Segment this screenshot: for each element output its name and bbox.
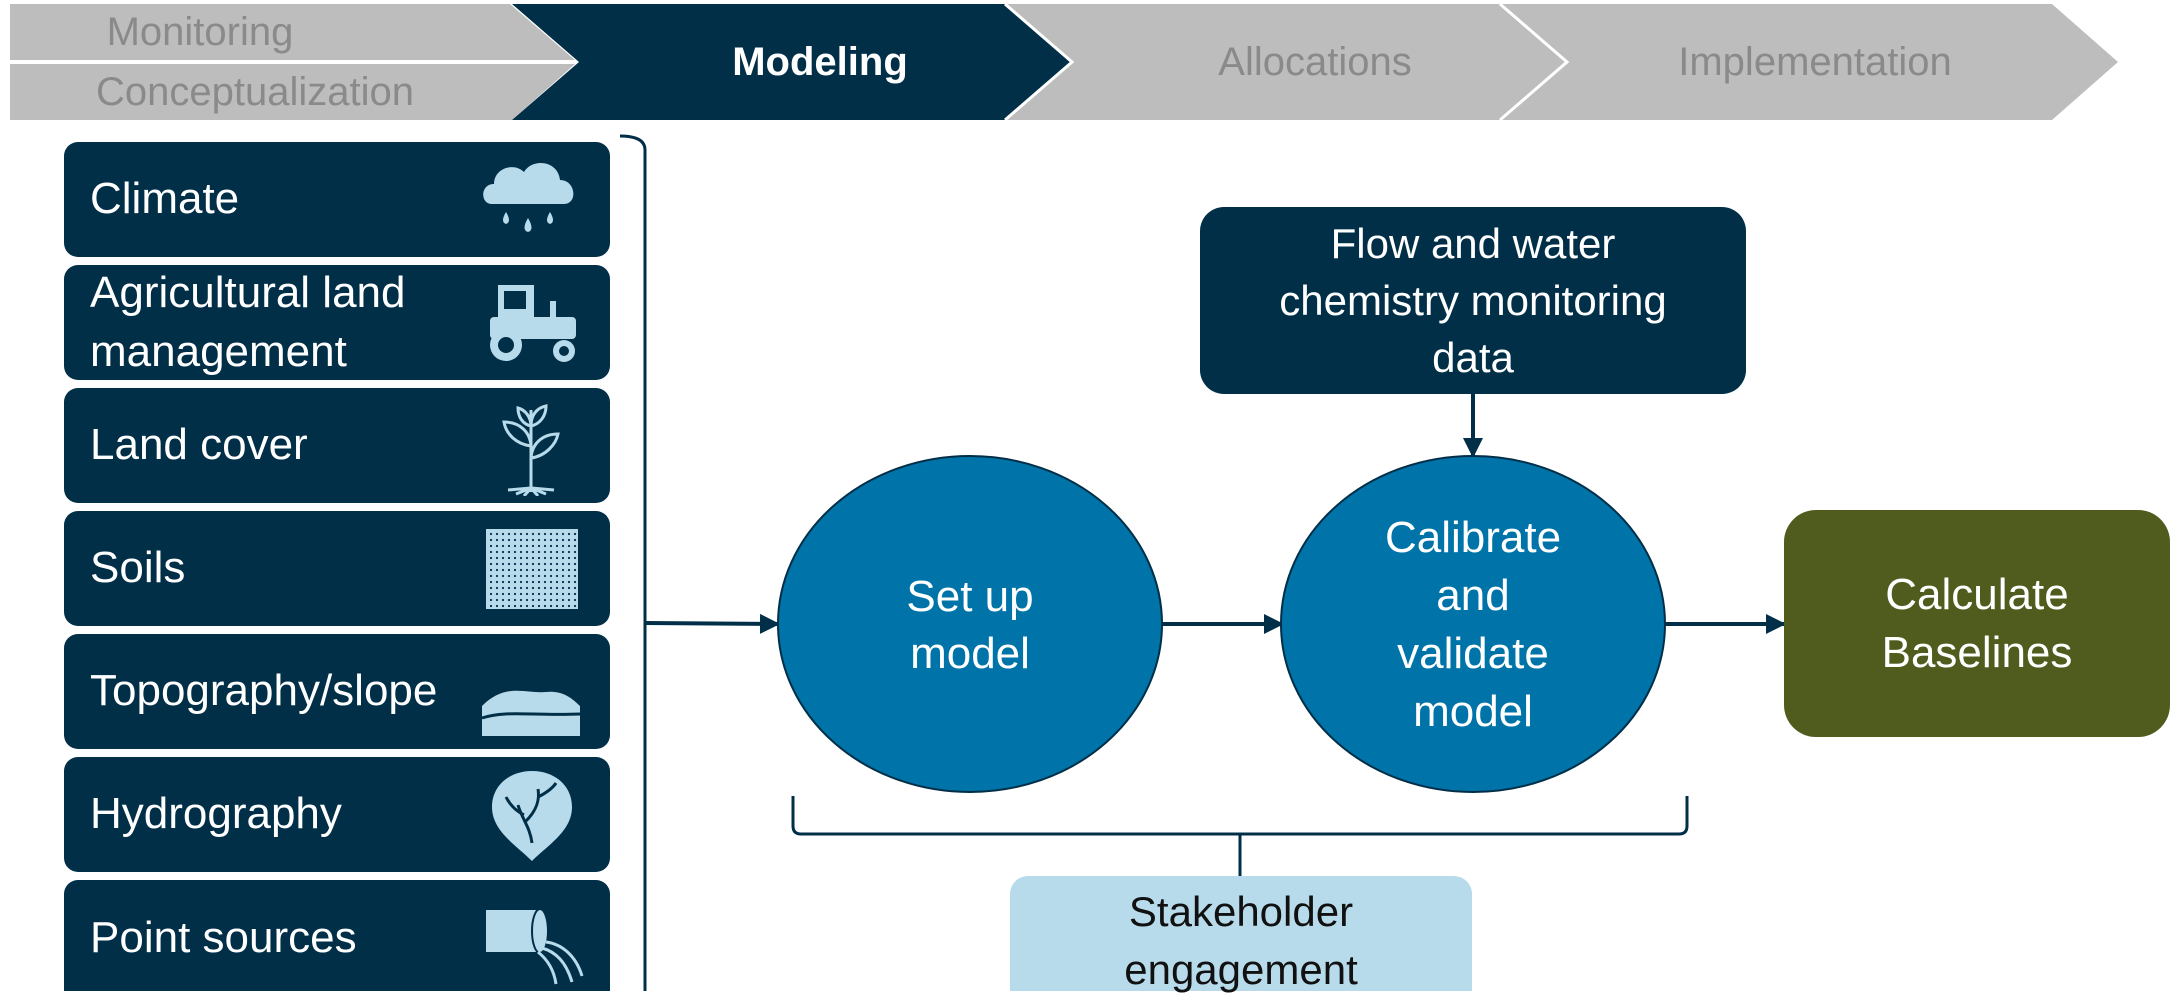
stage-allocations: Allocations bbox=[1218, 39, 1412, 84]
monitoring-data-box: Flow and water chemistry monitoring data bbox=[1200, 207, 1746, 394]
stage-modeling-shape bbox=[512, 4, 1072, 120]
input-label: Agricultural land management bbox=[90, 268, 406, 376]
input-topography-slope: Topography/slope bbox=[64, 634, 610, 749]
stage-band bbox=[10, 2, 2118, 122]
input-land-cover: Land cover bbox=[64, 388, 610, 503]
input-label: Point sources bbox=[90, 913, 357, 963]
hills-sun-icon bbox=[481, 690, 581, 736]
input-label: Climate bbox=[90, 174, 240, 224]
stage-conceptualization: Conceptualization bbox=[96, 69, 414, 114]
stage-monitoring-shape bbox=[10, 4, 575, 60]
stakeholder-bracket bbox=[791, 796, 1689, 836]
input-label: Hydrography bbox=[90, 789, 342, 839]
stakeholder-engagement-label: Stakeholder engagement bbox=[1124, 888, 1358, 993]
calibrate-model-label: Calibrate and validate model bbox=[1384, 512, 1562, 737]
input-soils: Soils bbox=[64, 511, 610, 626]
stage-allocations-shape bbox=[1005, 4, 1567, 120]
pipe-outfall-icon bbox=[486, 907, 584, 984]
setup-model-label: Set up model bbox=[906, 571, 1034, 678]
arrow-inputs-to-setup bbox=[644, 613, 780, 634]
stage-monitoring: Monitoring bbox=[106, 9, 294, 54]
input-climate: Climate bbox=[64, 142, 610, 257]
input-point-sources: Point sources bbox=[64, 880, 610, 991]
input-agricultural-land-management: Agricultural land management bbox=[64, 265, 610, 380]
soil-texture-icon bbox=[486, 528, 578, 609]
stage-implementation-shape bbox=[1500, 4, 2118, 120]
stage-implementation: Implementation bbox=[1678, 39, 1952, 84]
input-label: Land cover bbox=[90, 420, 308, 470]
cloud-rain-icon bbox=[483, 162, 574, 232]
input-label: Soils bbox=[90, 543, 186, 593]
stage-conceptualization-shape bbox=[10, 64, 575, 120]
input-hydrography: Hydrography bbox=[64, 757, 610, 872]
stage-modeling: Modeling bbox=[732, 39, 908, 84]
tractor-icon bbox=[490, 284, 576, 362]
input-label: Topography/slope bbox=[90, 666, 438, 716]
plant-icon bbox=[502, 403, 560, 496]
setup-model-node bbox=[777, 455, 1163, 793]
inputs-bracket bbox=[619, 134, 647, 991]
stakeholder-engagement-box: Stakeholder engagement bbox=[1010, 876, 1472, 993]
water-drop-icon bbox=[492, 770, 572, 861]
calculate-baselines-label: Calculate Baselines bbox=[1881, 570, 2073, 677]
calculate-baselines-box: Calculate Baselines bbox=[1784, 510, 2170, 737]
monitoring-data-label: Flow and water chemistry monitoring data bbox=[1279, 219, 1667, 382]
calibrate-model-node bbox=[1280, 455, 1666, 793]
